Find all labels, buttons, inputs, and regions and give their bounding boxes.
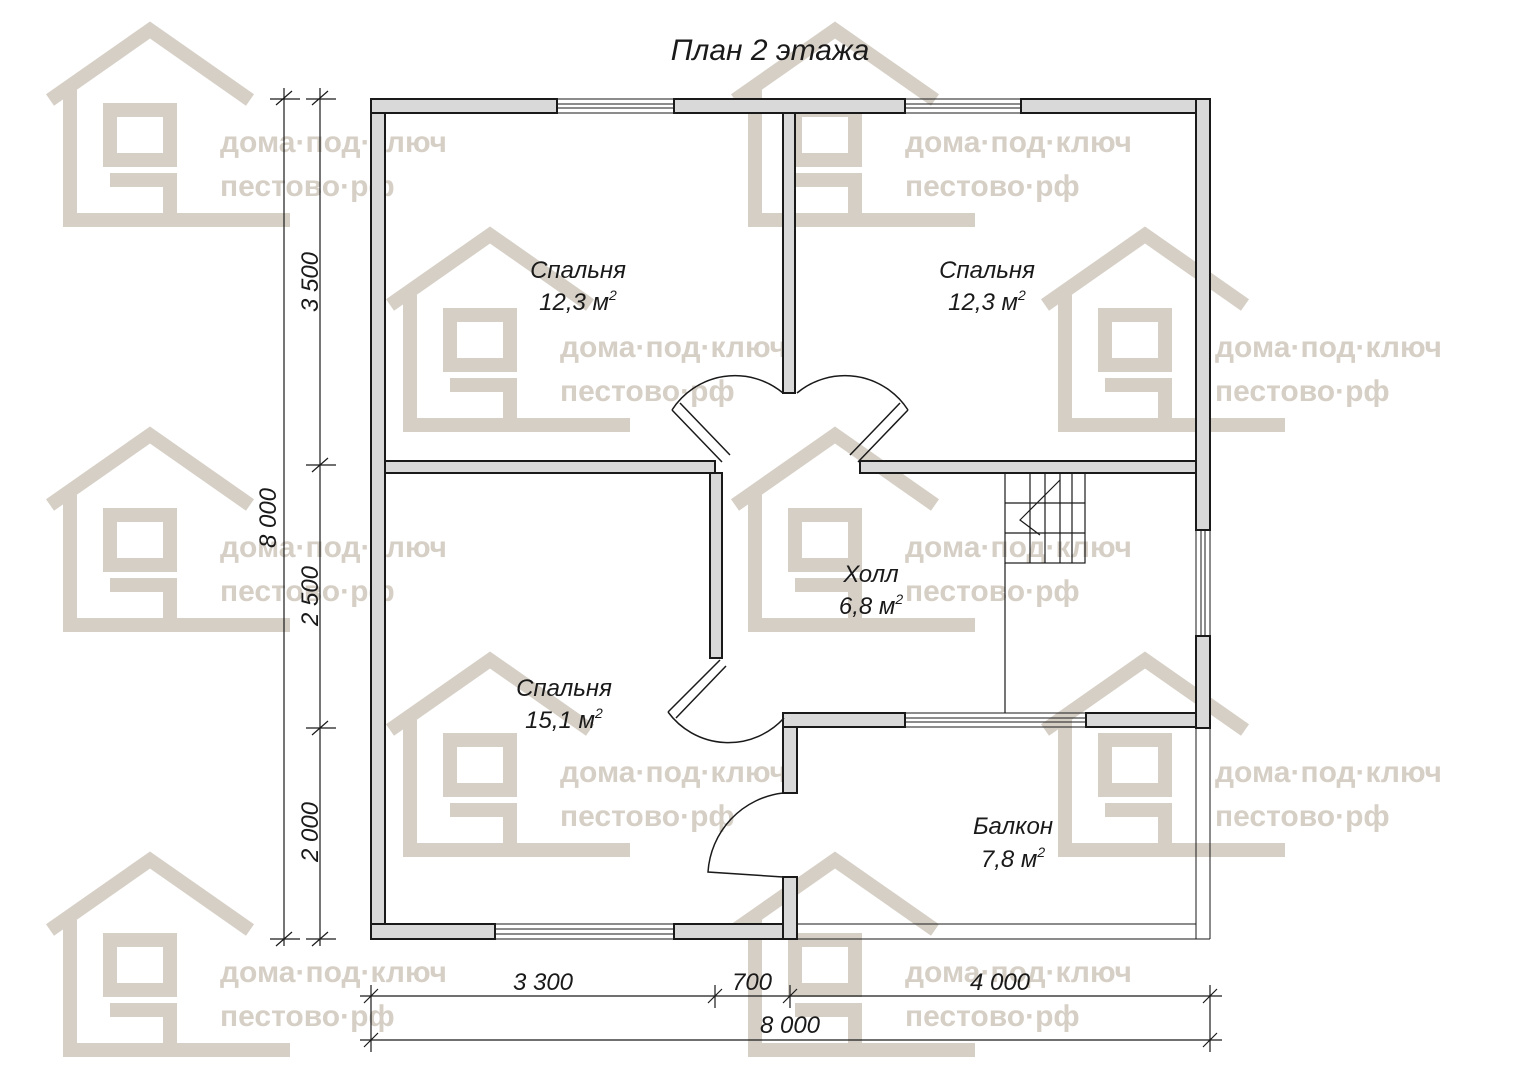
house-logo-icon [1040,226,1285,432]
dim-left-seg: 2 500 [297,565,324,627]
wall-bottom-2 [673,923,798,940]
room-area: 7,8 м2 [981,844,1045,873]
wall-top-2 [673,98,906,114]
dim-left-seg: 2 000 [297,801,324,863]
wall-outer-right-lower [1195,635,1211,729]
dim-bottom-seg: 700 [732,969,773,996]
wall-top-3 [1020,98,1211,114]
dim-bottom-seg: 4 000 [970,969,1031,996]
watermark-line2: пестово·рф [1215,800,1390,833]
wall-top-1 [370,98,558,114]
house-logo-icon [730,21,975,227]
wall-balcony-stub [782,726,798,794]
wall-balcony-bottom-stub [782,876,798,940]
room-area: 6,8 м2 [839,591,903,620]
watermark-layer: дома·под·ключ пестово·рф дома·под·ключ пест… [45,21,1442,1057]
watermark-line1: дома·под·ключ [1215,756,1442,789]
watermark-tile [730,21,975,227]
watermark-tile [45,426,290,632]
balcony-railing-bottom [797,923,1210,940]
house-logo-icon [385,226,630,432]
windows [495,98,1211,940]
watermark-line1: дома·под·ключ [905,956,1132,989]
window-top-1 [557,98,674,114]
room-name: Спальня [530,257,626,284]
window-right [1195,530,1211,636]
dimension-labels: 8 000 3 500 2 500 2 000 3 300 700 4 000 … [255,251,1031,1039]
watermark-line2: пестово·рф [220,1000,395,1033]
watermark-line2: пестово·рф [1215,375,1390,408]
door-bedroom-big-arc [667,659,785,744]
room-labels: Спальня 12,3 м2 Спальня 12,3 м2 Холл 6,8… [516,257,1053,873]
watermark-tile [45,21,290,227]
watermark-line2: пестово·рф [220,575,395,608]
room-name: Балкон [973,813,1053,840]
wall-vertical-mid [709,472,723,659]
watermark-line2: пестово·рф [220,170,395,203]
watermark-line2: пестово·рф [905,575,1080,608]
watermark-line1: дома·под·ключ [560,331,787,364]
watermark-line1: дома·под·ключ [220,126,447,159]
room-name: Спальня [939,257,1035,284]
plan-title: План 2 этажа [671,34,870,67]
wall-outer-left [370,98,386,940]
room-name: Холл [842,561,899,588]
watermark-tile [1040,226,1285,432]
house-logo-icon [1040,651,1285,857]
watermark-line1: дома·под·ключ [905,531,1132,564]
watermark-line1: дома·под·ключ [560,756,787,789]
door-bedroom-left-arc [671,374,784,463]
watermark-line1: дома·под·ключ [1215,331,1442,364]
watermark-line2: пестово·рф [905,170,1080,203]
room-name: Спальня [516,675,612,702]
house-logo-icon [730,426,975,632]
house-logo-icon [385,651,630,857]
dim-left-total: 8 000 [255,487,282,548]
room-area: 12,3 м2 [948,287,1026,316]
dim-bottom-total: 8 000 [760,1012,821,1039]
watermark-line1: дома·под·ключ [220,956,447,989]
watermark-line1: дома·под·ключ [220,531,447,564]
wall-horizontal-right [859,460,1197,474]
window-bottom [495,923,674,940]
dim-left-seg: 3 500 [297,251,324,312]
staircase [1004,472,1086,713]
walls [370,98,1211,940]
dim-bottom-seg: 3 300 [513,969,574,996]
house-logo-icon [45,21,290,227]
watermark-tile [730,426,975,632]
watermark-tile [1040,651,1285,857]
wall-balcony-right [1085,712,1197,728]
wall-outer-right-upper [1195,98,1211,531]
house-logo-icon [45,426,290,632]
house-logo-icon [45,851,290,1057]
wall-horizontal-left [384,460,716,474]
watermark-tile [385,226,630,432]
window-top-2 [905,98,1021,114]
wall-bottom-1 [370,923,496,940]
watermark-line1: дома·под·ключ [905,126,1132,159]
watermark-line2: пестово·рф [560,375,735,408]
balcony-door-glass [905,712,1086,728]
watermark-line2: пестово·рф [905,1000,1080,1033]
watermark-tile [385,651,630,857]
watermark-tile [730,851,975,1057]
stair-arrow [1019,479,1061,536]
wall-vertical-top [782,112,796,394]
room-area: 15,1 м2 [525,705,603,734]
door-bedroom-right-arc [796,374,909,463]
room-area: 12,3 м2 [539,287,617,316]
wall-balcony-top [782,712,906,728]
doors [667,374,909,878]
watermark-tile [45,851,290,1057]
balcony-railing-right [1195,728,1211,939]
watermark-line2: пестово·рф [560,800,735,833]
house-logo-icon [730,851,975,1057]
door-balcony-arc [707,792,784,878]
dimension-lines [270,88,1222,1052]
